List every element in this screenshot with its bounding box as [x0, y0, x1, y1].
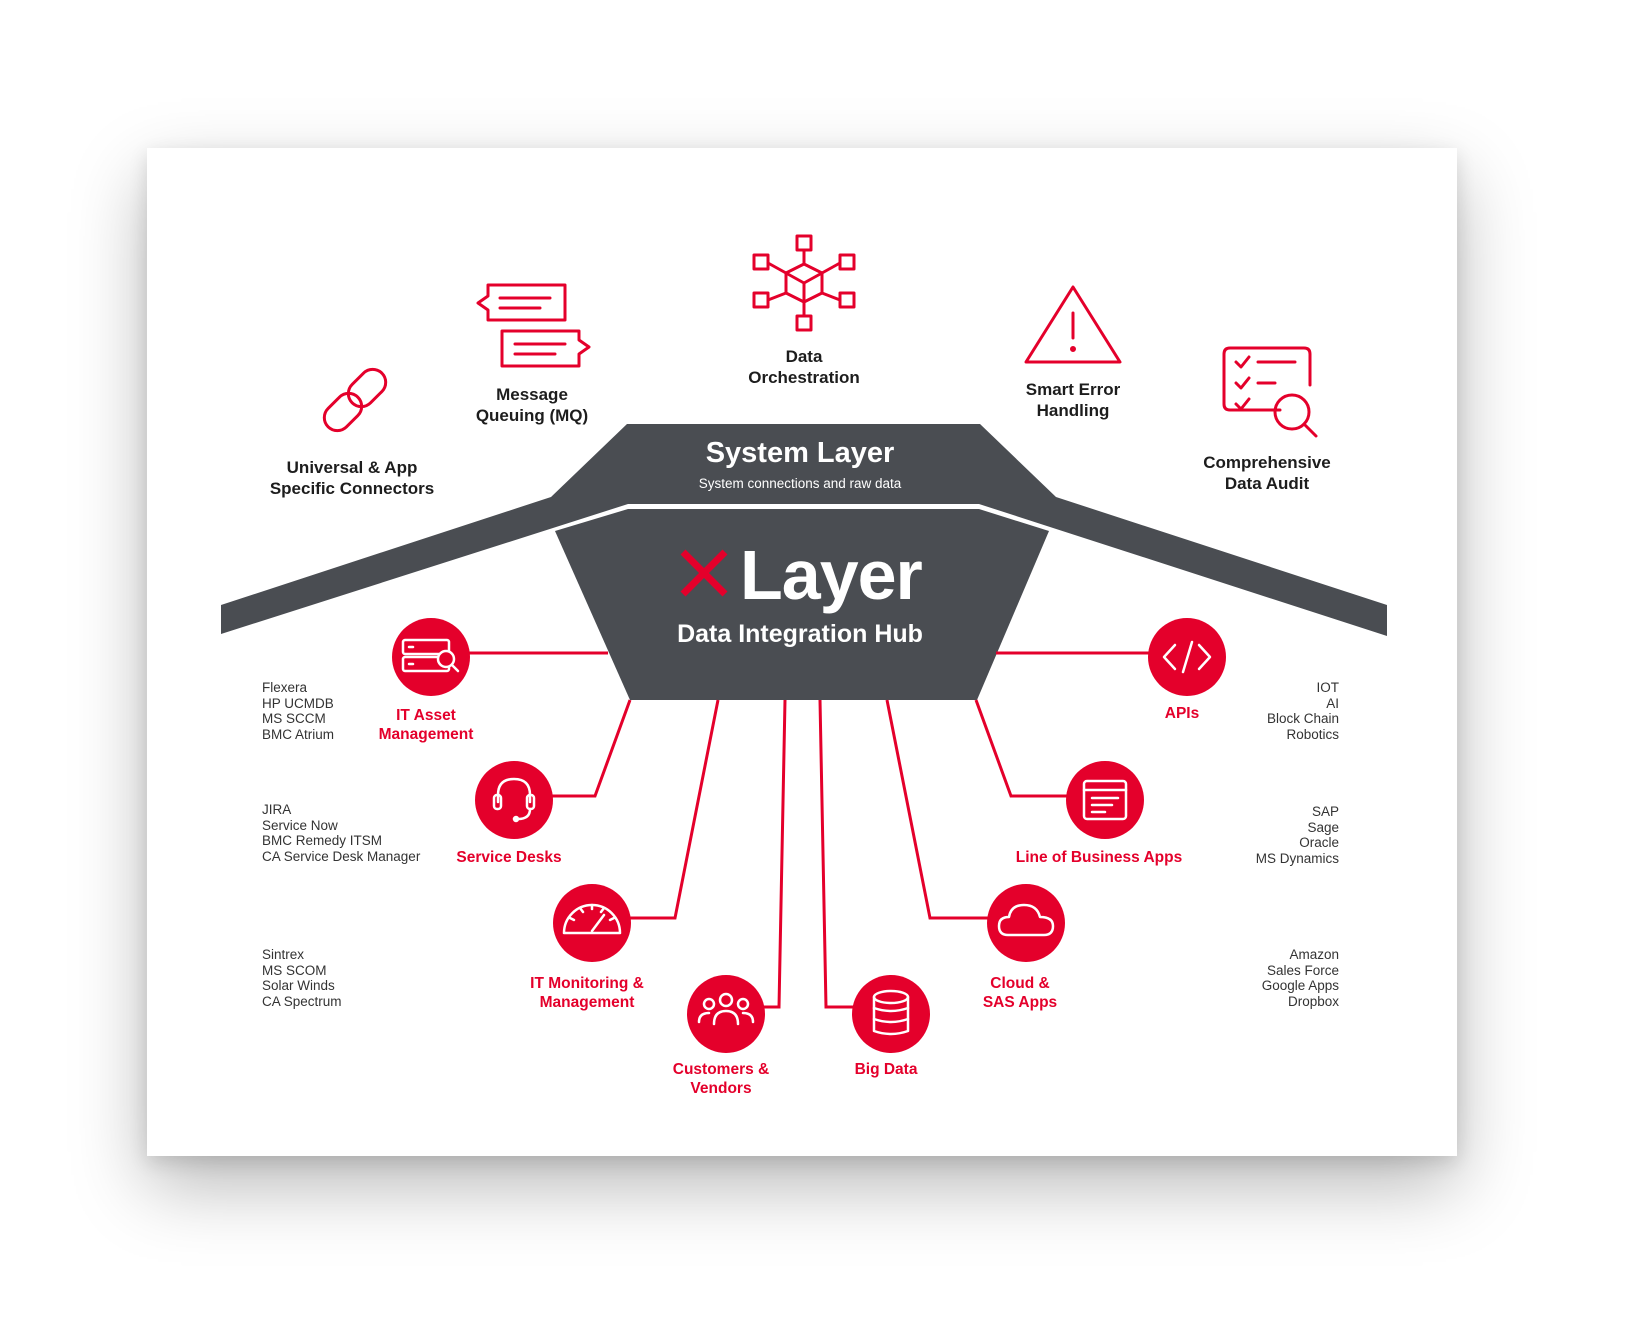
system-layer-title: System Layer: [705, 437, 895, 469]
database-icon: [872, 989, 910, 1036]
node-label-service-desks: Service Desks: [456, 849, 562, 866]
line-it-monitoring: [588, 699, 720, 920]
app-window-icon: [1082, 779, 1128, 821]
code-brackets-icon: [1162, 640, 1212, 674]
hub-shape: [555, 509, 1049, 700]
feature-label-mq: Message Queuing (MQ): [475, 385, 589, 426]
node-label-apis: APIs: [1164, 705, 1200, 722]
vendor-list-apis: IOT AI Block Chain Robotics: [1266, 680, 1339, 742]
vendor-list-it-monitoring: Sintrex MS SCOM Solar Winds CA Spectrum: [262, 947, 342, 1009]
node-cloud: [987, 884, 1065, 962]
vendor-list-service-desks: JIRA Service Now BMC Remedy ITSM CA Serv…: [262, 802, 421, 864]
x-logo-icon: [680, 549, 728, 597]
node-label-it-monitoring: IT Monitoring & Management: [530, 975, 644, 1012]
node-big-data: [852, 975, 930, 1053]
system-layer-subtitle: System connections and raw data: [698, 476, 902, 491]
node-customers: [687, 975, 765, 1053]
checklist-audit-icon: [1222, 346, 1318, 438]
node-label-cloud: Cloud & SAS Apps: [982, 975, 1058, 1012]
node-label-customers: Customers & Vendors: [672, 1061, 770, 1098]
line-big-data: [818, 699, 886, 1009]
vendor-list-it-asset: Flexera HP UCMDB MS SCCM BMC Atrium: [262, 680, 335, 742]
gauge-icon: [562, 903, 622, 935]
hub-subtitle: Data Integration Hub: [677, 620, 923, 648]
vendor-list-lob: SAP Sage Oracle MS Dynamics: [1255, 804, 1339, 866]
node-label-lob: Line of Business Apps: [1015, 849, 1183, 866]
feature-label-orchestration: Data Orchestration: [748, 347, 860, 388]
cloud-icon: [997, 903, 1055, 937]
node-lob: [1066, 761, 1144, 839]
headset-icon: [492, 777, 536, 823]
line-cloud: [885, 699, 1019, 920]
network-cube-icon: [752, 234, 856, 332]
node-circles: [392, 618, 1226, 1053]
vendor-list-cloud: Amazon Sales Force Google Apps Dropbox: [1261, 947, 1339, 1009]
chain-link-icon: [322, 367, 388, 433]
feature-label-connectors: Universal & App Specific Connectors: [269, 458, 435, 499]
server-search-icon: [401, 638, 460, 673]
line-customers: [719, 699, 787, 1009]
feature-label-audit: Comprehensive Data Audit: [1203, 453, 1331, 494]
warning-triangle-icon: [1024, 285, 1122, 364]
node-label-big-data: Big Data: [854, 1061, 918, 1078]
people-group-icon: [697, 992, 755, 1026]
feature-label-error-handling: Smart Error Handling: [1025, 380, 1121, 421]
brand-wordmark: Layer: [740, 536, 923, 614]
system-layer-shape: [221, 424, 1387, 636]
node-label-it-asset: IT Asset Management: [378, 707, 474, 744]
message-queue-icon: [476, 283, 591, 368]
node-it-monitoring: [553, 884, 631, 962]
node-service-desks: [475, 761, 553, 839]
